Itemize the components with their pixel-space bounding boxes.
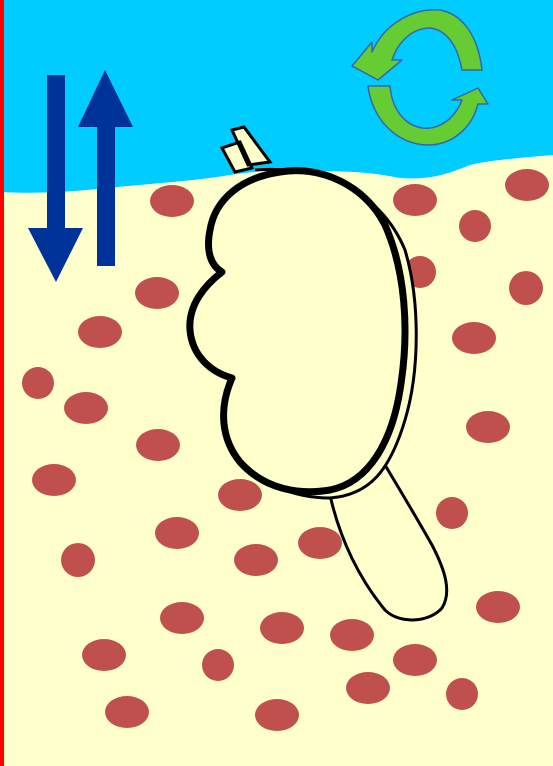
particle — [505, 169, 549, 201]
particle — [452, 322, 496, 354]
particle — [255, 699, 299, 731]
particle — [476, 591, 520, 623]
particle — [509, 271, 543, 305]
particle — [82, 639, 126, 671]
particle — [22, 367, 54, 399]
particle — [155, 517, 199, 549]
particle — [298, 527, 342, 559]
left-edge-bar — [0, 0, 4, 766]
particle — [78, 316, 122, 348]
particle — [234, 544, 278, 576]
particle — [346, 672, 390, 704]
particle — [466, 411, 510, 443]
particle — [459, 210, 491, 242]
particle — [202, 649, 234, 681]
particle — [32, 464, 76, 496]
particle — [393, 184, 437, 216]
particle — [393, 644, 437, 676]
particle — [135, 277, 179, 309]
particle — [260, 612, 304, 644]
particle — [150, 185, 194, 217]
particle — [218, 479, 262, 511]
particle — [136, 429, 180, 461]
particle — [105, 696, 149, 728]
particle — [64, 392, 108, 424]
particle — [330, 619, 374, 651]
particle — [160, 602, 204, 634]
particle — [61, 543, 95, 577]
particle — [446, 678, 478, 710]
particle — [436, 497, 468, 529]
